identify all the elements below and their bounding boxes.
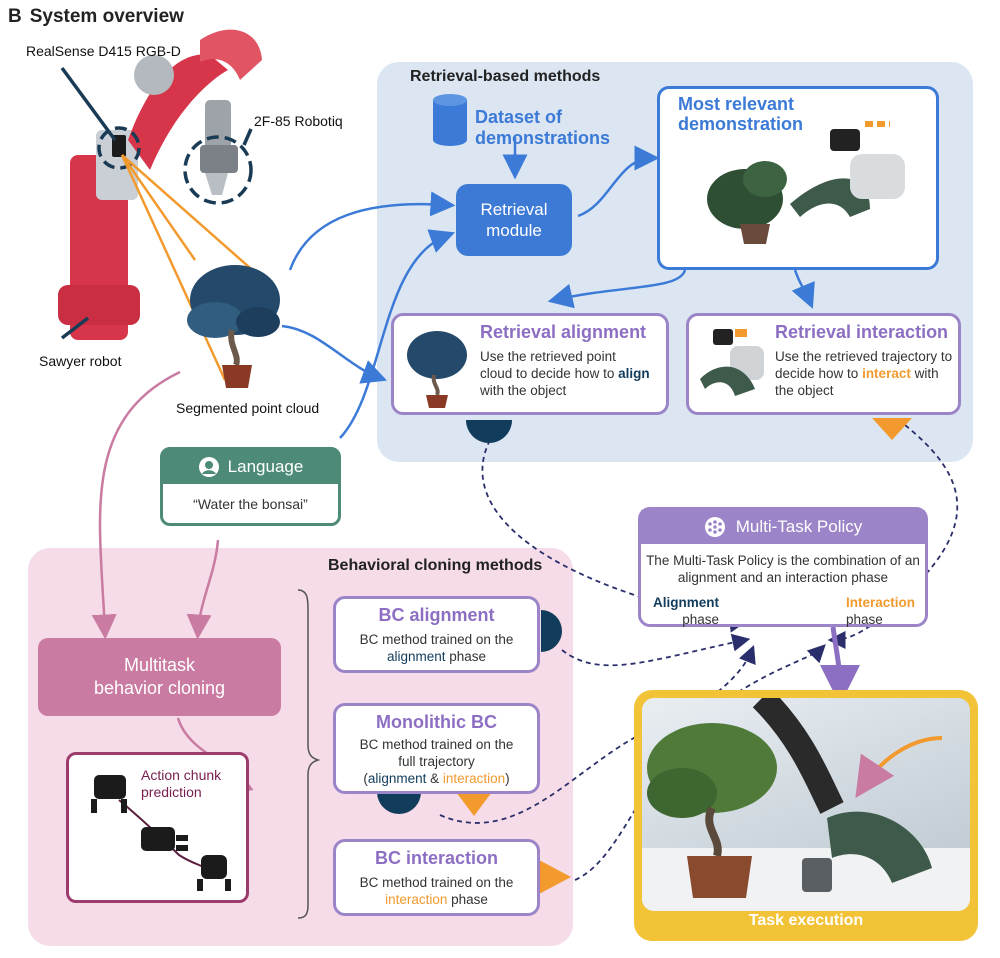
- retrieval-interaction-title: Retrieval interaction: [775, 322, 949, 342]
- task-execution-label: Task execution: [748, 912, 864, 929]
- action-chunk-box: Action chunk prediction: [66, 752, 249, 903]
- dataset-label-line2: demonstrations: [475, 128, 611, 148]
- bca-line1: BC method trained on the: [359, 632, 514, 647]
- task-execution-photo: [642, 698, 970, 911]
- gripper-label: 2F-85 Robotiq: [254, 113, 343, 129]
- alignment-bonsai-icon: [407, 331, 467, 408]
- mono-kw-alignment: alignment: [367, 771, 427, 786]
- user-icon: [198, 457, 219, 477]
- ra-line2: cloud to decide how to: [480, 366, 619, 381]
- mtp-interaction-word: Interaction: [846, 595, 916, 610]
- panel-letter: B: [8, 6, 22, 27]
- sawyer-robot-illustration: [58, 29, 262, 340]
- retrieval-module-box: Retrieval module: [456, 184, 572, 256]
- interaction-gripper-icon: [700, 329, 764, 396]
- ri-line2a: decide how to: [775, 366, 863, 381]
- most-relevant-line2: demonstration: [678, 114, 804, 134]
- figure-title: B System overview: [8, 6, 184, 28]
- task-scene-illustration: [642, 698, 970, 911]
- network-icon: [704, 517, 725, 537]
- ri-line1: Use the retrieved trajectory to: [775, 349, 953, 364]
- ra-line1: Use the retrieved point: [480, 349, 616, 364]
- retrieval-alignment-title: Retrieval alignment: [480, 322, 647, 342]
- chunk-line1: Action chunk: [141, 767, 222, 783]
- mtp-header-text: Multi-Task Policy: [735, 517, 863, 536]
- mtp-interaction-phase: Interaction phase: [846, 594, 926, 628]
- bc-alignment-box: BC alignment BC method trained on the al…: [333, 596, 540, 673]
- monolithic-bc-box: Monolithic BC BC method trained on the f…: [333, 703, 540, 794]
- bc-interaction-desc: BC method trained on the interaction pha…: [336, 874, 537, 908]
- most-relevant-line1: Most relevant: [678, 94, 795, 114]
- monolithic-bc-desc: BC method trained on the full trajectory…: [336, 736, 537, 787]
- chunk-line2: prediction: [141, 784, 202, 800]
- mtp-alignment-word: Alignment: [653, 595, 719, 610]
- mtp-header: Multi-Task Policy: [641, 510, 925, 544]
- robot-label: Sawyer robot: [39, 353, 122, 369]
- most-relevant-demo-box: Most relevant demonstration: [657, 86, 939, 270]
- bc-section-title: Behavioral cloning methods: [328, 557, 543, 574]
- retrieval-alignment-desc: Use the retrieved point cloud to decide …: [480, 348, 665, 399]
- mtp-description: The Multi-Task Policy is the combination…: [641, 552, 925, 586]
- mono-line1: BC method trained on the: [359, 737, 514, 752]
- mtp-line2: alignment and an interaction phase: [677, 570, 889, 585]
- bca-line2b: phase: [445, 649, 487, 664]
- multitask-bc-box: Multitask behavior cloning: [38, 638, 281, 716]
- mtp-alignment-phase-word: phase: [682, 612, 719, 627]
- retrieval-interaction-box: Retrieval interaction Use the retrieved …: [686, 313, 961, 415]
- demo-illustration: [707, 121, 905, 244]
- retrieval-module-line1: Retrieval: [480, 200, 548, 219]
- language-instruction: “Water the bonsai”: [193, 496, 308, 512]
- bc-alignment-desc: BC method trained on the alignment phase: [336, 631, 537, 665]
- camera-label: RealSense D415 RGB-D: [26, 43, 181, 59]
- ri-line3: the object: [775, 383, 834, 398]
- dataset-label-line1: Dataset of: [475, 107, 563, 127]
- task-execution-panel: Task execution: [634, 690, 978, 941]
- multi-task-policy-box: Multi-Task Policy The Multi-Task Policy …: [638, 507, 928, 627]
- language-header: Language: [163, 450, 338, 484]
- bci-line1: BC method trained on the: [359, 875, 514, 890]
- ri-keyword-interact: interact: [862, 366, 911, 381]
- ra-line3: with the object: [480, 383, 567, 398]
- mtp-alignment-phase: Alignment phase: [649, 594, 719, 628]
- monolithic-bc-title: Monolithic BC: [376, 712, 497, 732]
- mono-open: (: [363, 771, 368, 786]
- pointcloud-label: Segmented point cloud: [176, 400, 320, 416]
- ra-keyword-align: align: [618, 366, 650, 381]
- retrieval-interaction-desc: Use the retrieved trajectory to decide h…: [775, 348, 960, 399]
- bc-interaction-title: BC interaction: [374, 848, 498, 868]
- mtp-line1: The Multi-Task Policy is the combination…: [646, 553, 920, 568]
- retrieval-module-line2: module: [486, 221, 542, 240]
- database-icon: [433, 94, 467, 146]
- mono-kw-interaction: interaction: [442, 771, 506, 786]
- bc-alignment-title: BC alignment: [378, 605, 495, 625]
- most-relevant-title: Most relevant demonstration: [678, 94, 803, 134]
- figure-title-text: System overview: [29, 6, 184, 27]
- retrieval-alignment-box: Retrieval alignment Use the retrieved po…: [391, 313, 669, 415]
- action-chunk-label: Action chunk prediction: [141, 767, 221, 801]
- bci-keyword: interaction: [385, 892, 448, 907]
- mono-amp: &: [426, 771, 443, 786]
- mtbc-line2: behavior cloning: [93, 678, 226, 698]
- bci-line2b: phase: [447, 892, 488, 907]
- mono-line2: full trajectory: [398, 754, 475, 769]
- bonsai-point-cloud: [187, 265, 280, 388]
- gripper-chunk-illustration: [91, 775, 231, 891]
- mono-close: ): [505, 771, 510, 786]
- bca-keyword: alignment: [386, 649, 446, 664]
- mtbc-line1: Multitask: [123, 655, 195, 675]
- mtp-interaction-phase-word: phase: [846, 612, 883, 627]
- bc-interaction-box: BC interaction BC method trained on the …: [333, 839, 540, 916]
- language-box: Language “Water the bonsai”: [160, 447, 341, 526]
- language-header-text: Language: [227, 457, 304, 476]
- dataset-label: Dataset of demonstrations: [475, 107, 610, 149]
- retrieval-section-title: Retrieval-based methods: [410, 68, 601, 85]
- ri-line2b: with: [910, 366, 939, 381]
